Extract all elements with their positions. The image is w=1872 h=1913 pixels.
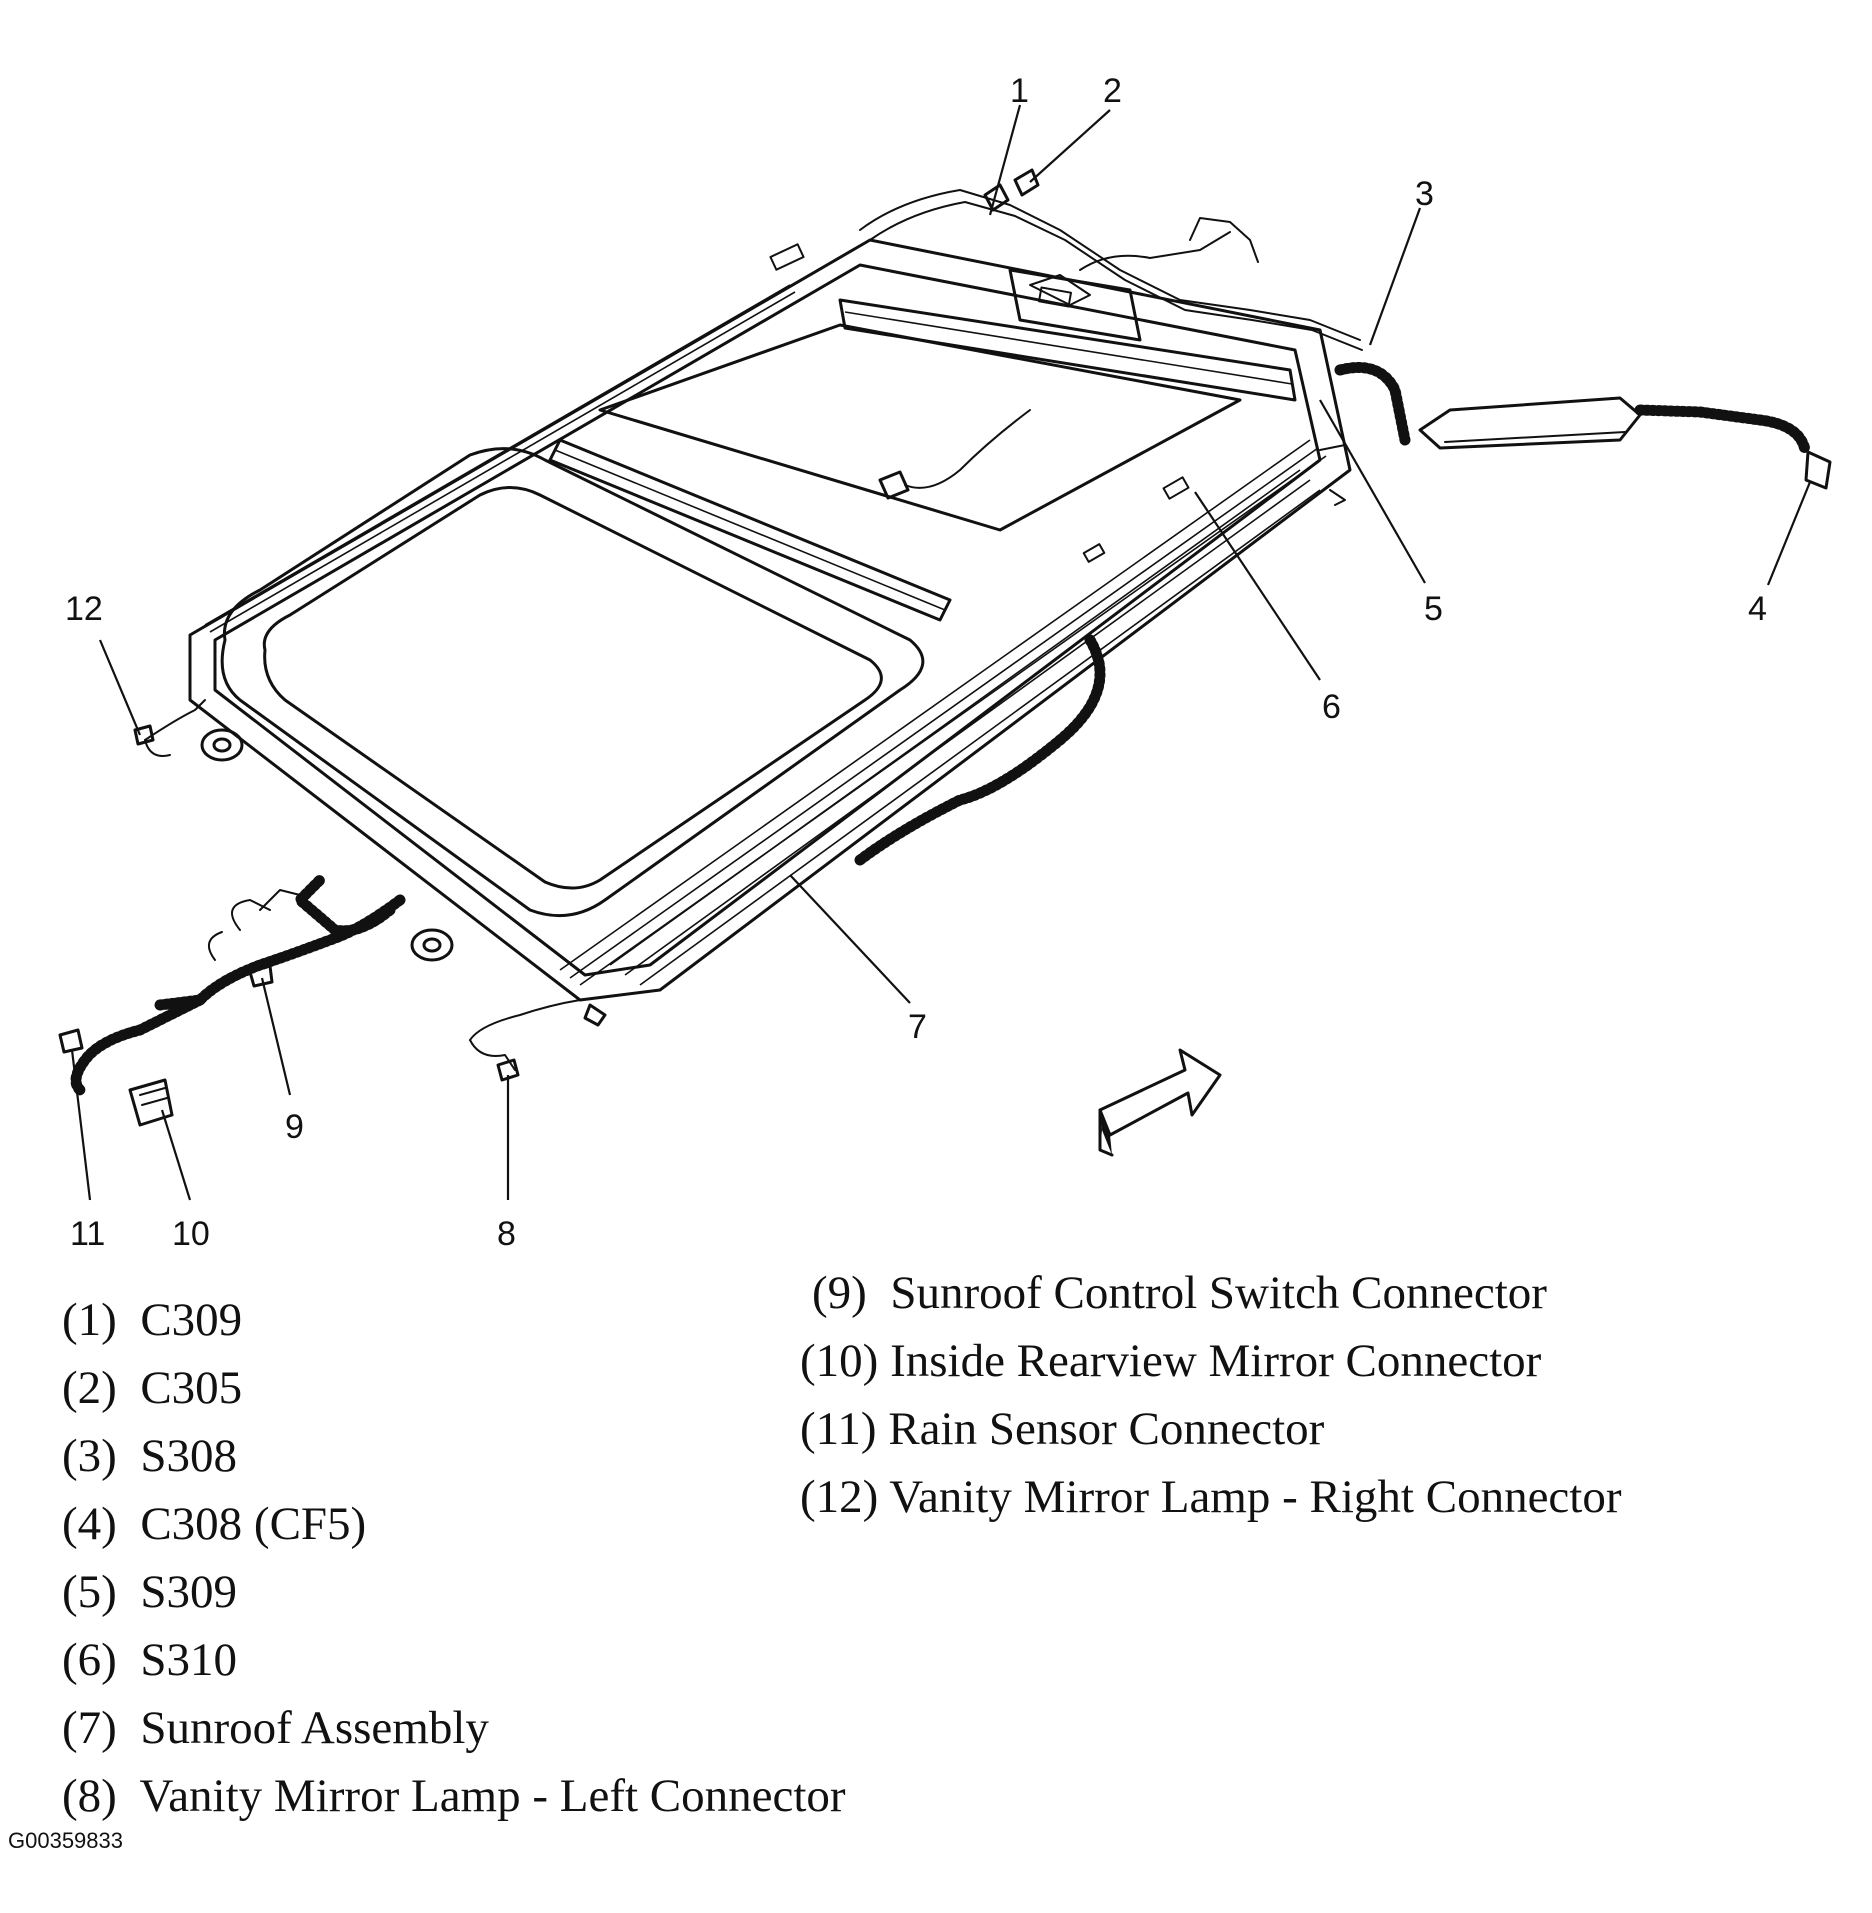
callout-6: 6: [1322, 688, 1341, 726]
legend-number: (12): [800, 1471, 879, 1523]
legend-item: (2) C305: [62, 1365, 242, 1412]
legend-text: C308 (CF5): [140, 1498, 367, 1550]
legend-text: Inside Rearview Mirror Connector: [890, 1335, 1542, 1387]
callout-12: 12: [65, 590, 103, 628]
legend-number: (4): [62, 1498, 117, 1550]
legend-number: (3): [62, 1430, 117, 1482]
callout-11: 11: [70, 1215, 105, 1253]
legend-item: (7) Sunroof Assembly: [62, 1705, 489, 1752]
legend-item: (10) Inside Rearview Mirror Connector: [800, 1338, 1541, 1385]
legend-text: Vanity Mirror Lamp - Right Connector: [889, 1471, 1622, 1523]
callout-5: 5: [1424, 590, 1443, 628]
legend-number: (6): [62, 1634, 117, 1686]
sunroof-assembly: [188, 238, 1352, 1027]
callout-7: 7: [908, 1008, 927, 1046]
callout-10: 10: [172, 1215, 210, 1253]
legend-item: (11) Rain Sensor Connector: [800, 1406, 1324, 1453]
legend-number: (8): [62, 1770, 117, 1822]
legend-item: (1) C309: [62, 1297, 242, 1344]
legend-item: (9) Sunroof Control Switch Connector: [812, 1270, 1547, 1317]
callout-8: 8: [497, 1215, 516, 1253]
callout-9: 9: [285, 1108, 304, 1146]
legend-text: C305: [140, 1362, 243, 1414]
legend-text: S310: [140, 1634, 237, 1686]
legend-item: (12) Vanity Mirror Lamp - Right Connecto…: [800, 1474, 1622, 1521]
callout-2: 2: [1103, 72, 1122, 110]
legend-item: (5) S309: [62, 1569, 237, 1616]
callout-numbers: 1 2 3 4 5 6 7 8 9 10 11 12: [65, 72, 1767, 1253]
callout-4: 4: [1748, 590, 1767, 628]
legend-item: (4) C308 (CF5): [62, 1501, 366, 1548]
legend-text: S309: [140, 1566, 237, 1618]
figure-id: G00359833: [8, 1828, 123, 1853]
legend-item: (8) Vanity Mirror Lamp - Left Connector: [62, 1773, 846, 1820]
legend-text: Rain Sensor Connector: [888, 1403, 1325, 1455]
legend-number: (9): [812, 1267, 867, 1319]
callout-3: 3: [1415, 175, 1434, 213]
legend-number: (10): [800, 1335, 879, 1387]
legend-text: Vanity Mirror Lamp - Left Connector: [139, 1770, 846, 1822]
callout-1: 1: [1010, 72, 1029, 110]
legend-number: (5): [62, 1566, 117, 1618]
legend-number: (1): [62, 1294, 117, 1346]
legend-text: Sunroof Control Switch Connector: [890, 1267, 1547, 1319]
legend-number: (7): [62, 1702, 117, 1754]
legend-number: (11): [800, 1403, 877, 1455]
legend-text: C309: [140, 1294, 243, 1346]
legend-text: Sunroof Assembly: [140, 1702, 489, 1754]
legend-number: (2): [62, 1362, 117, 1414]
legend-text: S308: [140, 1430, 237, 1482]
legend-item: (6) S310: [62, 1637, 237, 1684]
legend-item: (3) S308: [62, 1433, 237, 1480]
legend: (1) C309 (2) C305 (3) S308 (4) C308 (CF5…: [0, 0, 1622, 1820]
front-direction-arrow: [1098, 1048, 1222, 1157]
wiring-harness: [58, 168, 1832, 1127]
leader-lines: [70, 104, 1812, 1201]
